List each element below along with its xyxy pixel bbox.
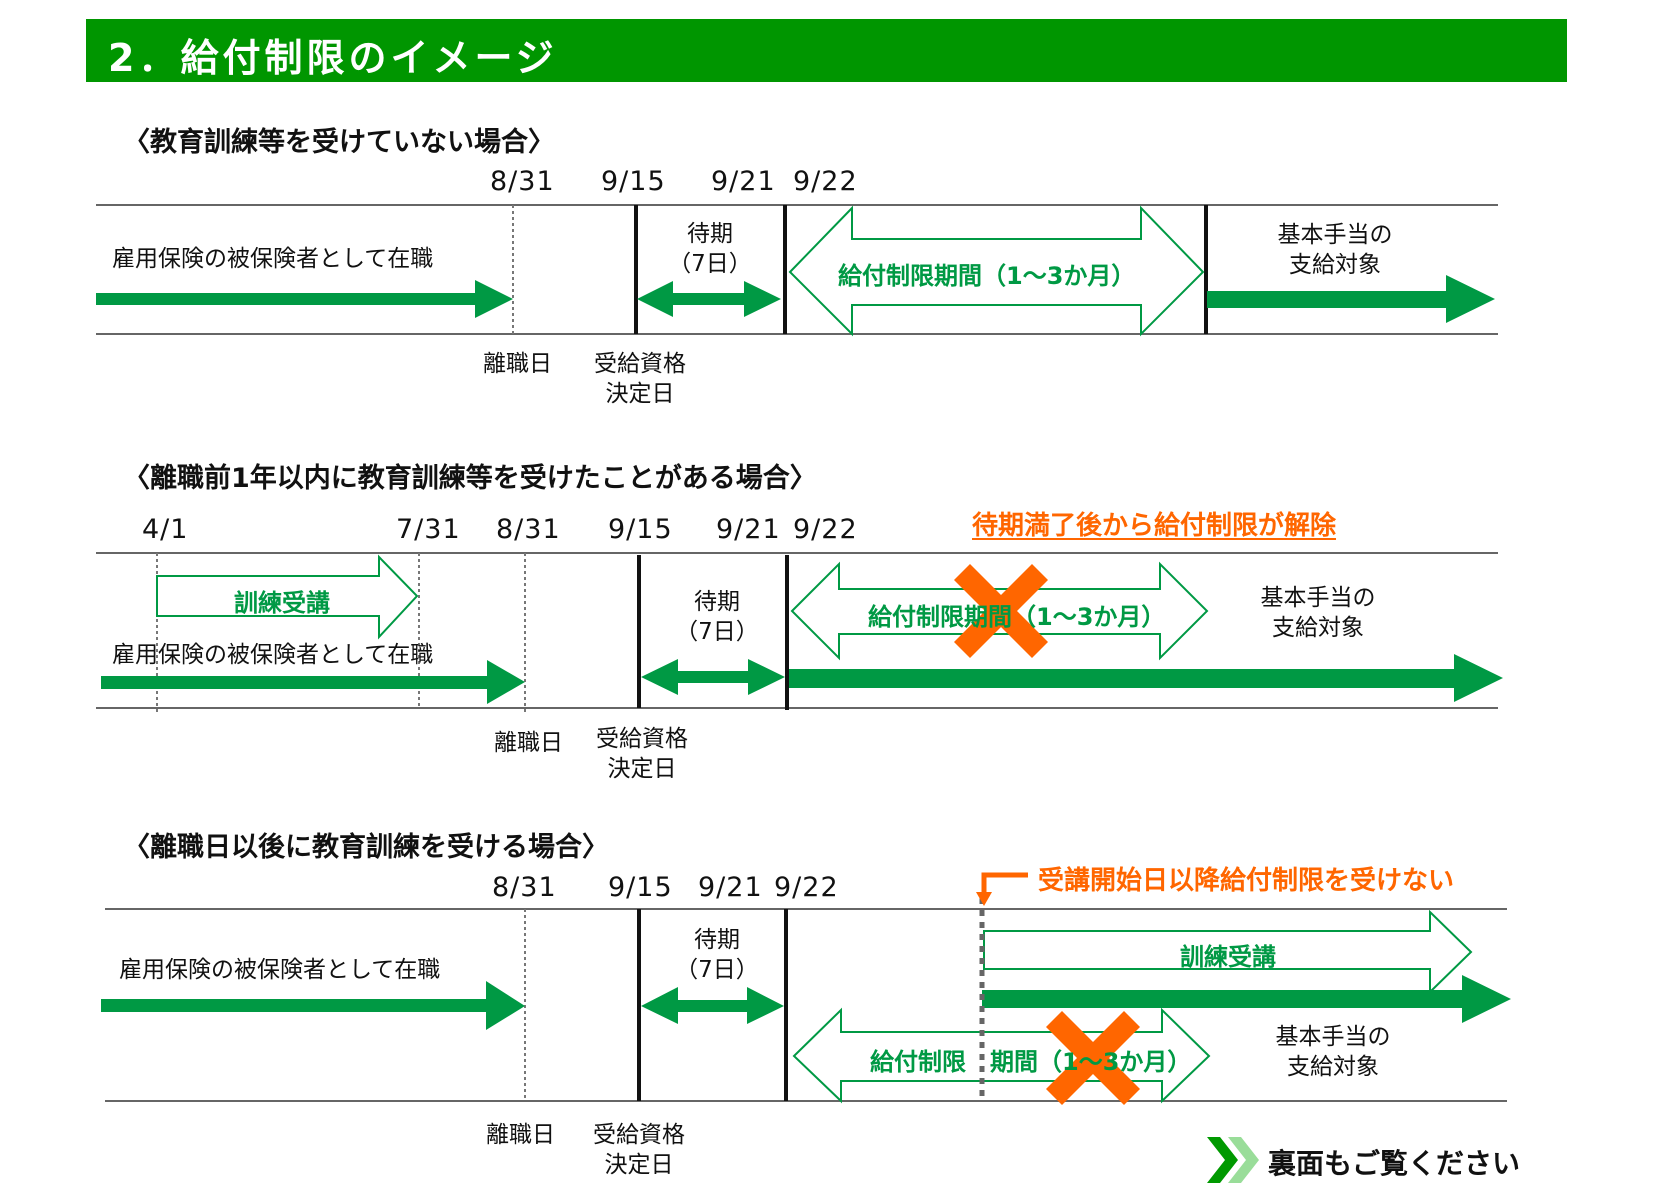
- employment-arrow-s1: [96, 280, 513, 318]
- restriction-period-label: 給付制限期間（1～3か月）: [838, 262, 1136, 290]
- waiting-label-line: 待期: [694, 589, 740, 615]
- note-pointer-arrow-s3: [976, 872, 1028, 906]
- waiting-label: 待期 （7日）: [667, 925, 767, 985]
- qualification-label-line: 受給資格: [593, 1122, 685, 1148]
- section-title-2: 〈離職前1年以内に教育訓練等を受けたことがある場合〉: [123, 463, 817, 494]
- section-title-3: 〈離職日以後に教育訓練を受ける場合〉: [123, 832, 609, 863]
- qualification-label-line: 決定日: [605, 381, 675, 407]
- waiting-label-line: 待期: [694, 927, 740, 953]
- qualification-label-line: 決定日: [604, 1152, 674, 1178]
- waiting-label: 待期 （7日）: [667, 587, 767, 647]
- employment-arrow-s3: [101, 981, 525, 1030]
- benefit-label-line: 基本手当の: [1275, 1024, 1391, 1050]
- training-label: 訓練受講: [234, 589, 330, 617]
- qualification-date-label: 受給資格 決定日: [585, 349, 695, 409]
- benefit-arrow-s3: [982, 975, 1511, 1023]
- cross-mark-s2: [954, 564, 1048, 658]
- benefit-label: 基本手当の 支給対象: [1258, 1022, 1408, 1082]
- date-label: 9/15: [608, 514, 673, 545]
- restriction-period-label-left: 給付制限: [870, 1048, 966, 1076]
- date-label: 4/1: [142, 514, 189, 545]
- training-hollow-arrow-s2: [156, 554, 419, 640]
- date-label: 9/15: [601, 166, 666, 197]
- restriction-period-label: 給付制限期間（1～3か月）: [868, 603, 1166, 631]
- employment-label: 雇用保険の被保険者として在職: [112, 642, 434, 668]
- date-label: 9/22: [793, 166, 858, 197]
- qualification-label-line: 決定日: [607, 756, 677, 782]
- employment-label: 雇用保険の被保険者として在職: [119, 957, 441, 983]
- separation-date-label: 離職日: [494, 730, 563, 756]
- waiting-double-arrow-s3: [641, 987, 784, 1024]
- qualification-date-label: 受給資格 決定日: [587, 724, 697, 784]
- qualification-label-line: 受給資格: [596, 726, 688, 752]
- employment-label: 雇用保険の被保険者として在職: [112, 246, 434, 272]
- date-label: 8/31: [492, 872, 557, 903]
- page-header: 2．給付制限のイメージ: [86, 19, 1567, 82]
- waiting-label-line: （7日）: [668, 251, 752, 277]
- benefit-label-line: 支給対象: [1289, 252, 1381, 278]
- date-label: 9/21: [716, 514, 781, 545]
- page-title: 2．給付制限のイメージ: [108, 36, 558, 80]
- benefit-label-line: 基本手当の: [1260, 585, 1376, 611]
- restriction-period-label-right: 期間（1～3か月）: [990, 1048, 1192, 1076]
- waiting-double-arrow-s1: [637, 281, 781, 317]
- date-label: 9/22: [793, 514, 858, 545]
- waiting-label-line: 待期: [687, 221, 733, 247]
- note-restriction-lifted: 待期満了後から給付制限が解除: [972, 511, 1337, 541]
- waiting-label-line: （7日）: [675, 619, 759, 645]
- benefit-label: 基本手当の 支給対象: [1243, 583, 1393, 643]
- double-chevron-right-icon: [1207, 1137, 1259, 1183]
- qualification-date-label: 受給資格 決定日: [584, 1120, 694, 1180]
- section-title-1: 〈教育訓練等を受けていない場合〉: [123, 127, 555, 158]
- benefit-arrow-s1: [1207, 275, 1495, 323]
- restriction-hollow-arrow-s1: [788, 205, 1205, 337]
- training-label: 訓練受講: [1180, 943, 1276, 971]
- date-label: 8/31: [490, 166, 555, 197]
- date-label: 7/31: [396, 514, 461, 545]
- qualification-label-line: 受給資格: [594, 351, 686, 377]
- date-label: 9/15: [608, 872, 673, 903]
- training-hollow-arrow-s3: [983, 909, 1473, 995]
- separation-date-label: 離職日: [486, 1122, 555, 1148]
- employment-arrow-s2: [101, 660, 525, 704]
- date-label: 8/31: [496, 514, 561, 545]
- waiting-label: 待期 （7日）: [660, 219, 760, 279]
- note-no-restriction-after-training: 受講開始日以降給付制限を受けない: [1038, 866, 1455, 896]
- benefit-label-line: 支給対象: [1272, 615, 1364, 641]
- waiting-label-line: （7日）: [675, 957, 759, 983]
- date-label: 9/21: [711, 166, 776, 197]
- benefit-arrow-s2: [789, 654, 1503, 702]
- cross-mark-s3: [1046, 1011, 1140, 1105]
- date-label: 9/21: [698, 872, 763, 903]
- waiting-double-arrow-s2: [641, 659, 785, 695]
- date-label: 9/22: [774, 872, 839, 903]
- benefit-label-line: 支給対象: [1287, 1054, 1379, 1080]
- separation-date-label: 離職日: [483, 351, 552, 377]
- benefit-label-line: 基本手当の: [1277, 222, 1393, 248]
- benefit-label: 基本手当の 支給対象: [1260, 220, 1410, 280]
- see-reverse-side-link[interactable]: 裏面もご覧ください: [1268, 1147, 1521, 1180]
